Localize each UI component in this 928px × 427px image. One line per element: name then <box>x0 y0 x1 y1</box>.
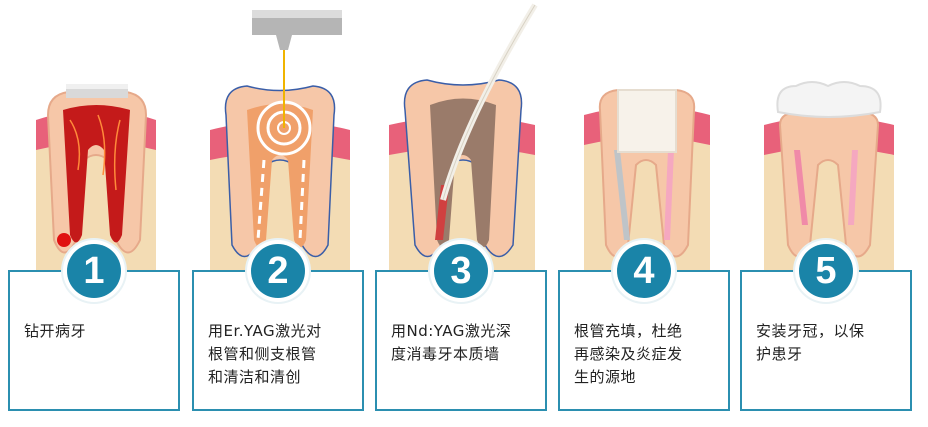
step-1-panel: 钻开病牙 1 <box>8 0 184 427</box>
step-2-number: 2 <box>251 244 305 298</box>
step-3-number: 3 <box>434 244 488 298</box>
step-2-panel: 用Er.YAG激光对 根管和侧支根管 和清洁和清创 2 <box>192 0 368 427</box>
tooth-drilled-illustration <box>36 84 156 270</box>
root-canal-filling-illustration <box>584 89 710 270</box>
step-4-panel: 根管充填，杜绝 再感染及炎症发 生的源地 4 <box>558 0 734 427</box>
step-2-badge: 2 <box>247 240 309 302</box>
er-yag-laser-illustration <box>210 10 350 270</box>
step-4-badge: 4 <box>613 240 675 302</box>
step-3-panel: 用Nd:YAG激光深 度消毒牙本质墙 3 <box>375 0 551 427</box>
step-3-badge: 3 <box>430 240 492 302</box>
crown-installation-illustration <box>764 81 894 270</box>
step-5-panel: 安装牙冠，以保 护患牙 5 <box>740 0 916 427</box>
step-1-badge: 1 <box>63 240 125 302</box>
nd-yag-laser-illustration <box>389 3 538 270</box>
step-1-text: 钻开病牙 <box>24 322 87 340</box>
step-5-card: 安装牙冠，以保 护患牙 <box>740 270 912 411</box>
step-5-badge: 5 <box>795 240 857 302</box>
step-5-text: 安装牙冠，以保 护患牙 <box>756 322 865 363</box>
step-4-text: 根管充填，杜绝 再感染及炎症发 生的源地 <box>574 322 683 386</box>
step-3-text: 用Nd:YAG激光深 度消毒牙本质墙 <box>391 322 512 363</box>
step-5-number: 5 <box>799 244 853 298</box>
step-1-number: 1 <box>67 244 121 298</box>
step-2-text: 用Er.YAG激光对 根管和侧支根管 和清洁和清创 <box>208 322 322 386</box>
step-4-number: 4 <box>617 244 671 298</box>
